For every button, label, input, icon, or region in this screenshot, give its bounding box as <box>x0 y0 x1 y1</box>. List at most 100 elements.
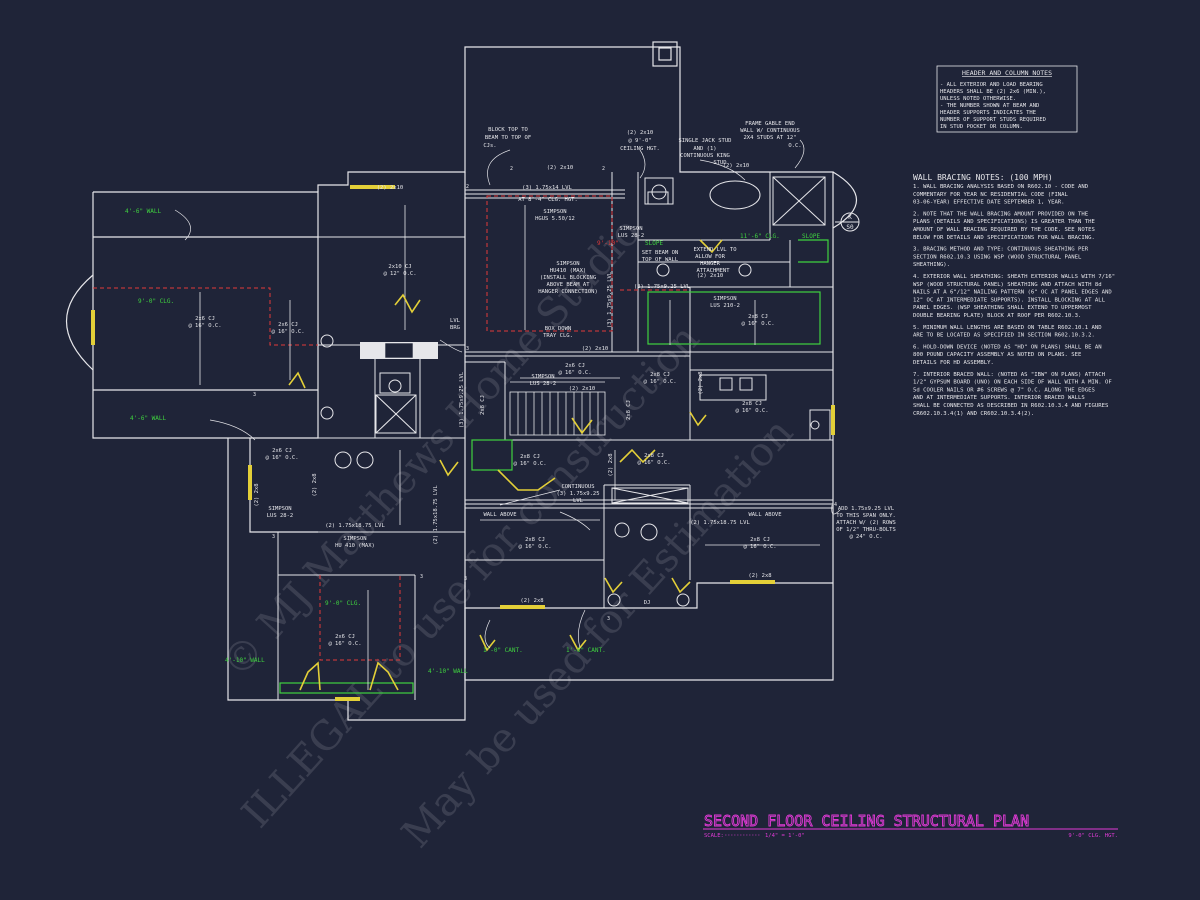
header-note-line: - THE NUMBER SHOWN AT BEAM AND <box>940 103 1039 109</box>
num-tag-6: 3 <box>272 534 275 540</box>
section-marker: K S0 <box>835 212 860 232</box>
label-cj-mid-1: 2x8 CJ <box>520 454 540 460</box>
interior-walls <box>277 172 833 700</box>
label-cant-1: 1'-0" CANT. <box>483 647 523 654</box>
scale-value: 1/4" = 1'-0" <box>765 833 805 839</box>
label-beam-2x8-bottom: (2) 2x8 <box>520 598 543 604</box>
bracing-note-line: 800 POUND CAPACITY ASSEMBLY AS NOTED ON … <box>913 352 1082 358</box>
label-cj-2x10-1: 2x10 CJ <box>388 264 411 270</box>
label-hu410b-1: SIMPSON <box>343 536 366 542</box>
label-beam-top: (2) 2x10 <box>547 165 574 171</box>
header-note-line: IN STUD POCKET OR COLUMN. <box>940 124 1023 130</box>
label-wall-410-left: 4'-10" WALL <box>225 657 265 664</box>
beam-lines <box>465 193 833 509</box>
ceiling-areas-green <box>279 239 829 694</box>
label-add-lvl-4: OF 1/2" THRU-BOLTS <box>836 527 896 533</box>
label-beam-2x8-right: (2) 2x8 <box>748 573 771 579</box>
label-cj-west-1: 2x6 CJ <box>272 448 292 454</box>
label-beam-1875-left: (2) 1.75x18.75 LVL <box>325 523 385 529</box>
label-box-down-1: BOX DOWN <box>545 326 572 332</box>
num-tag-2: 2 <box>602 166 605 172</box>
bracing-note-line: BELOW FOR DETAILS AND SPECIFICATIONS FOR… <box>913 235 1095 241</box>
label-cj-2x10-2: @ 12" O.C. <box>383 271 416 277</box>
label-rot-cj-2: 2x8 CJ <box>626 400 632 420</box>
label-add-lvl-3: ATTACH W/ (2) ROWS <box>836 520 896 526</box>
label-cj-mid-2: @ 16" O.C. <box>513 461 546 467</box>
label-frame-gable-4: O.C. <box>788 143 801 149</box>
label-frame-gable-3: 2X4 STUDS AT 12" <box>744 135 797 141</box>
num-tag-1: 2 <box>510 166 513 172</box>
red-labels: 9'-10" <box>597 240 619 247</box>
label-hu410-2: HU410 (MAX) <box>550 268 586 274</box>
label-lvl-brg-1: LVL <box>450 318 461 324</box>
bracing-note-line: 03-06-YEAR) EFFECTIVE DATE SEPTEMBER 1, … <box>913 200 1065 206</box>
label-add-lvl-1: ADD 1.75x9.25 LVL <box>838 506 895 512</box>
label-wall-46-top: 4'-6" WALL <box>125 208 162 215</box>
label-rot-lvl-1: (3) 1.75x9.25 LVL <box>607 271 613 328</box>
header-note-line: HEADERS SHALL BE (2) 2x6 (MIN.), <box>940 89 1046 95</box>
label-lus28-c-1: SIMPSON <box>268 506 291 512</box>
bracing-note-line: 6. HOLD-DOWN DEVICE (NOTED AS "HD" ON PL… <box>913 344 1102 350</box>
label-block-top-3: CJs. <box>483 143 496 149</box>
label-hu410-3: (INSTALL BLOCKING <box>540 275 596 281</box>
label-hu410-1: SIMPSON <box>556 261 579 267</box>
label-single-jack-3: CONTINUOUS KING <box>680 153 730 159</box>
bracing-notes-title: WALL BRACING NOTES: (100 MPH) <box>913 173 1053 182</box>
header-note-line: NUMBER OF SUPPORT STUDS REQUIRED <box>940 117 1046 123</box>
label-add-lvl-2: TO THIS SPAN ONLY. <box>836 513 896 519</box>
bracing-note-line: 5d COOLER NAILS OR #6 SCREWS @ 7" O.C. A… <box>913 387 1095 393</box>
header-notes-title: HEADER AND COLUMN NOTES <box>962 69 1052 77</box>
bracing-note-line: ARE TO BE LOCATED AS SPECIFIED IN SECTIO… <box>913 333 1095 339</box>
label-cj-south-2: @ 16" O.C. <box>328 641 361 647</box>
label-continuous-1: CONTINUOUS <box>561 484 594 490</box>
label-block-top-2: BEAM TO TOP OF <box>485 135 531 141</box>
bracing-note-line: SHEATHING). <box>913 262 950 268</box>
ceiling-outline-red <box>93 195 690 661</box>
label-extend-lvl-1: EXTEND LVL TO <box>693 247 736 253</box>
label-cj-bath-2: @ 16" O.C. <box>741 321 774 327</box>
label-cj-lower-2: @ 16" O.C. <box>518 544 551 550</box>
bracing-note-line: COMMENTARY FOR YEAR NC RESIDENTIAL CODE … <box>913 192 1069 198</box>
label-rot-2x8-d: (2) 2x8 <box>698 371 704 394</box>
label-single-jack-4: STUD <box>713 160 726 166</box>
label-red-dim: 9'-10" <box>597 240 619 247</box>
num-tag-7: 3 <box>420 574 423 580</box>
title-block: SECOND FLOOR CEILING STRUCTURAL PLAN SCA… <box>703 812 1118 839</box>
label-simpson-hgus-1: SIMPSON <box>543 209 566 215</box>
label-add-lvl-5: @ 24" O.C. <box>849 534 882 540</box>
label-lus210-2: LUS 210-2 <box>710 303 740 309</box>
label-hu410b-2: HU 410 (MAX) <box>335 543 375 549</box>
label-slope-2: SLOPE <box>802 233 820 240</box>
label-beam-2x10-left: (2) 2x10 <box>377 185 404 191</box>
bracing-note-line: 5. MINIMUM WALL LENGTHS ARE BASED ON TAB… <box>913 325 1102 331</box>
label-set-beam-2: TOP OF WALL <box>642 257 679 263</box>
label-rot-2x8-c: (2) 2x8 <box>608 453 614 476</box>
plumbing-fixtures <box>320 176 831 607</box>
label-wall-above-1: WALL ABOVE <box>483 512 516 518</box>
scale-label: SCALE: <box>704 833 724 839</box>
label-clg-left: 9'-0" CLG. <box>138 298 174 305</box>
num-tag-5: 3 <box>253 392 256 398</box>
num-tag-8: 4 <box>834 502 837 508</box>
plan-title: SECOND FLOOR CEILING STRUCTURAL PLAN <box>704 812 1029 830</box>
label-wall-46-bot: 4'-6" WALL <box>130 415 167 422</box>
plan-labels: BLOCK TOP TO BEAM TO TOP OF CJs. (2) 2x1… <box>188 121 895 647</box>
num-tag-9: 3 <box>607 616 610 622</box>
label-beam-2x10-mid: (2) 2x10 <box>723 163 750 169</box>
label-beam-1875: (2) 1.75x18.75 LVL <box>690 520 750 526</box>
label-hu410-4: ABOVE BEAM AT <box>546 282 590 288</box>
label-extend-lvl-3: HANGER <box>700 261 721 267</box>
label-cj-left-1: 2x6 CJ <box>278 322 298 328</box>
label-cj-hall-1: 2x8 CJ <box>650 372 670 378</box>
label-wall-410-right: 4'-10" WALL <box>428 668 468 675</box>
label-cj-wing-2: @ 16" O.C. <box>188 323 221 329</box>
bracing-note-line: NAILS AT A 6"/12" NAILING PATTERN (6" OC… <box>913 290 1112 296</box>
bracing-note-line: 2. NOTE THAT THE WALL BRACING AMOUNT PRO… <box>913 211 1089 217</box>
callout-leaders <box>174 139 841 649</box>
num-tag-3: 2 <box>466 184 469 190</box>
bracing-note-line: CR602.10.3.4(1) AND CR602.10.3.4(2). <box>913 411 1034 417</box>
bracing-note-line: AMOUNT OF WALL BRACING REQUIRED BY THE C… <box>913 227 1095 233</box>
label-clg-116: 11'-6" CLG. <box>740 233 780 240</box>
label-cj-lower2-2: @ 16" O.C. <box>743 544 776 550</box>
